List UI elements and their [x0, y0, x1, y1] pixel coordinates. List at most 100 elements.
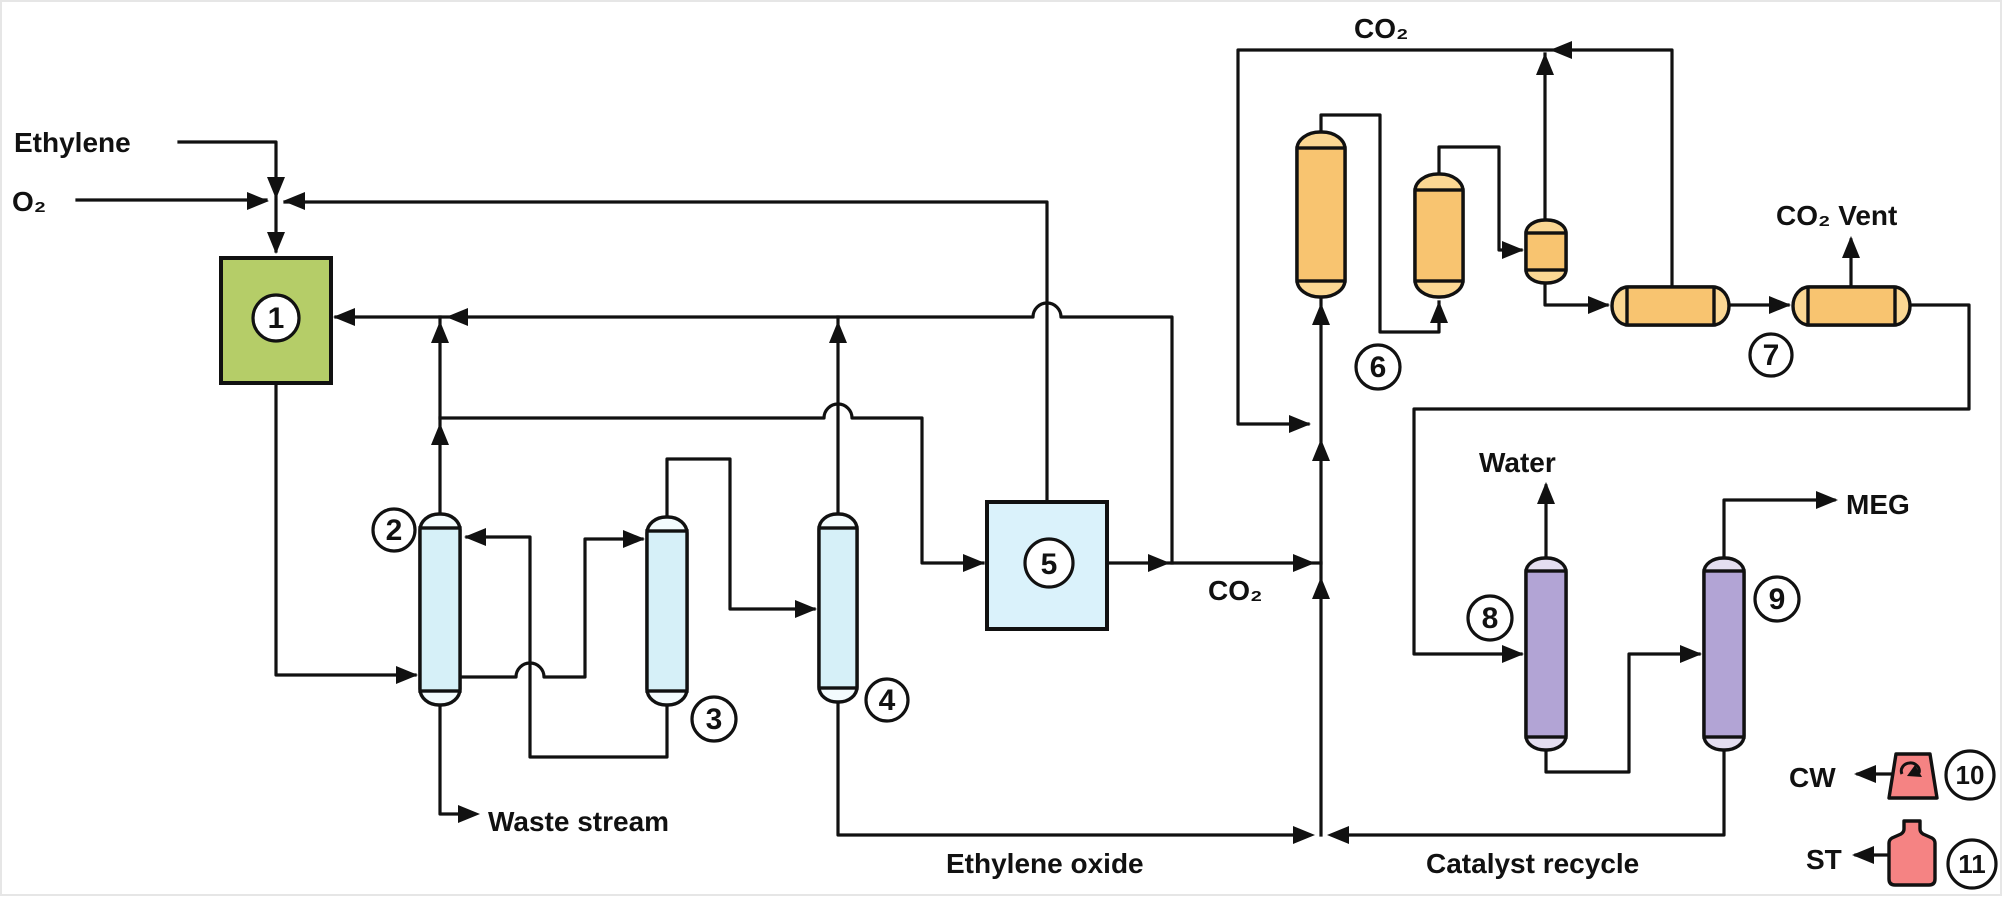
arrowhead	[1537, 482, 1555, 504]
arrowhead	[963, 554, 985, 572]
unit-6c-vessel	[1524, 218, 1568, 285]
unit-badge-11: 11	[1946, 838, 1998, 890]
stream-6b-to-6c	[1437, 145, 1524, 259]
stream-stripper-overhead-to-column4	[665, 457, 817, 618]
arrowhead	[829, 321, 847, 343]
unit-badge-6: 6	[1354, 343, 1402, 391]
arrowhead	[1769, 296, 1791, 314]
unit-7b-drum	[1791, 285, 1912, 327]
label-waste-stream: Waste stream	[488, 806, 669, 837]
stream-absorber-bottoms-to-stripper	[458, 530, 645, 679]
label-ethylene-oxide: Ethylene oxide	[946, 848, 1144, 879]
unit-4-column	[817, 512, 859, 704]
svg-text:5: 5	[1041, 548, 1058, 581]
arrowhead	[1293, 554, 1315, 572]
stream-waste	[438, 703, 480, 823]
arrowhead	[1816, 491, 1838, 509]
svg-text:8: 8	[1482, 602, 1499, 635]
label-co2-top: CO₂	[1354, 13, 1408, 44]
arrowhead	[283, 192, 305, 210]
stream-cooling-water	[1854, 765, 1892, 783]
svg-text:6: 6	[1370, 351, 1387, 384]
arrowhead	[1312, 439, 1330, 461]
stream-catalyst-recycle	[1327, 748, 1726, 844]
arrowhead	[1680, 645, 1702, 663]
svg-text:10: 10	[1956, 760, 1985, 790]
stream-main-riser-to-carbonation	[1312, 297, 1330, 837]
stream-co2-recycle-header	[1236, 41, 1674, 433]
arrowhead	[247, 192, 269, 210]
stream-ethylene-feed	[177, 140, 285, 200]
svg-text:3: 3	[706, 703, 723, 736]
stream-co2-vent	[1842, 236, 1860, 289]
stream-co2-from-unit5	[1105, 554, 1323, 572]
unit-badge-5: 5	[1023, 537, 1075, 589]
stream-unit8-to-unit9	[1544, 645, 1702, 774]
arrowhead	[1312, 577, 1330, 599]
arrowhead	[1550, 41, 1572, 59]
arrowhead	[1312, 303, 1330, 325]
arrowhead	[431, 321, 449, 343]
svg-text:9: 9	[1769, 583, 1786, 616]
stream-6a-to-6b	[1319, 113, 1448, 334]
unit-6a-vessel	[1295, 130, 1347, 299]
label-oxygen: O₂	[12, 186, 46, 217]
arrowhead	[1854, 765, 1876, 783]
arrowhead	[623, 530, 645, 548]
stream-recycle-into-reactor-side	[333, 301, 1174, 565]
arrowhead	[1842, 236, 1860, 258]
unit-9-column	[1702, 556, 1746, 752]
svg-text:11: 11	[1958, 849, 1986, 879]
unit-3-column	[645, 515, 689, 707]
stream-stripper-overhead-riser	[829, 315, 847, 516]
stream-absorber-overhead-riser	[431, 315, 449, 516]
stream-steam	[1852, 846, 1891, 864]
arrowhead	[1327, 826, 1349, 844]
unit-6b-vessel	[1413, 172, 1465, 299]
label-cooling-water: CW	[1789, 762, 1836, 793]
stream-6c-to-7a	[1543, 281, 1610, 314]
stream-oxygen-feed	[75, 192, 269, 210]
unit-badge-3: 3	[690, 695, 738, 743]
stream-branch-to-co2-removal	[438, 402, 985, 572]
stream-combined-feed-to-reactor	[267, 199, 285, 254]
stream-ethylene-oxide	[836, 700, 1315, 844]
unit-badge-8: 8	[1466, 594, 1514, 642]
arrowhead	[1502, 241, 1524, 259]
label-steam: ST	[1806, 844, 1842, 875]
stream-gas-recycle-to-feed	[283, 192, 1049, 504]
unit-2-column	[418, 512, 462, 707]
unit-badge-10: 10	[1944, 749, 1996, 801]
arrowhead	[267, 232, 285, 254]
arrowhead	[333, 308, 355, 326]
arrowhead	[1588, 296, 1610, 314]
stream-6c-overhead-to-header	[1536, 52, 1554, 222]
stream-reactor-bottoms-to-absorber	[274, 381, 418, 684]
unit-7a-drum	[1610, 285, 1731, 327]
label-water: Water	[1479, 447, 1556, 478]
svg-text:4: 4	[879, 684, 896, 717]
unit-badge-9: 9	[1753, 575, 1801, 623]
unit-badge-1: 1	[251, 293, 301, 343]
svg-text:2: 2	[386, 514, 403, 547]
arrowhead	[431, 423, 449, 445]
stream-7a-to-7b	[1727, 296, 1791, 314]
arrowhead	[396, 666, 418, 684]
label-catalyst-recycle: Catalyst recycle	[1426, 848, 1639, 879]
label-co2-mid: CO₂	[1208, 575, 1262, 606]
svg-text:1: 1	[268, 302, 285, 335]
arrowhead	[1293, 826, 1315, 844]
unit-8-column	[1524, 556, 1568, 752]
label-ethylene: Ethylene	[14, 127, 131, 158]
unit-badge-4: 4	[864, 677, 910, 723]
stream-water-out	[1537, 482, 1555, 560]
unit-badge-2: 2	[371, 507, 417, 553]
stream-stripper-bottoms-return	[464, 528, 669, 759]
unit-10-cooling-tower-icon	[1887, 752, 1939, 800]
arrowhead	[1852, 846, 1874, 864]
arrowhead	[795, 600, 817, 618]
arrowhead	[1536, 53, 1554, 75]
arrowhead	[458, 805, 480, 823]
